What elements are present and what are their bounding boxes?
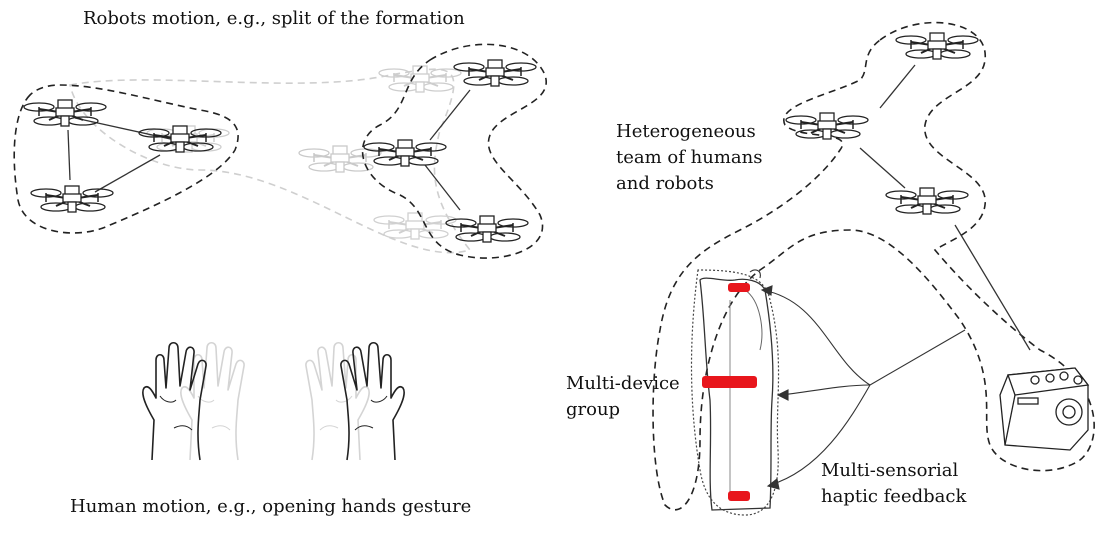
open-hand-icon [143,343,206,460]
ghost-hand-icon [181,343,244,460]
hands-gesture [143,343,404,460]
ghost-hand-icon [306,343,369,460]
quadrotor-drone-icon [446,216,528,242]
quadrotor-drone-icon [786,113,868,139]
haptic-feedback-arrows [762,286,965,489]
ghost-drone-icon [374,213,456,239]
quadrotor-drone-icon [896,33,978,59]
quadrotor-drone-icon [31,186,113,212]
quadrotor-drone-icon [364,140,446,166]
ground-robot-icon [1000,368,1088,450]
human-figure-icon [692,270,779,515]
haptic-band-waist [702,376,757,388]
quadrotor-drone-icon [454,60,536,86]
haptic-band-wrist [728,283,750,292]
open-hand-icon [341,343,404,460]
quadrotor-drone-icon [886,188,968,214]
left-drone-formation [14,85,238,233]
ghost-drone-icon [379,66,461,92]
haptic-band-ankle [728,491,750,501]
